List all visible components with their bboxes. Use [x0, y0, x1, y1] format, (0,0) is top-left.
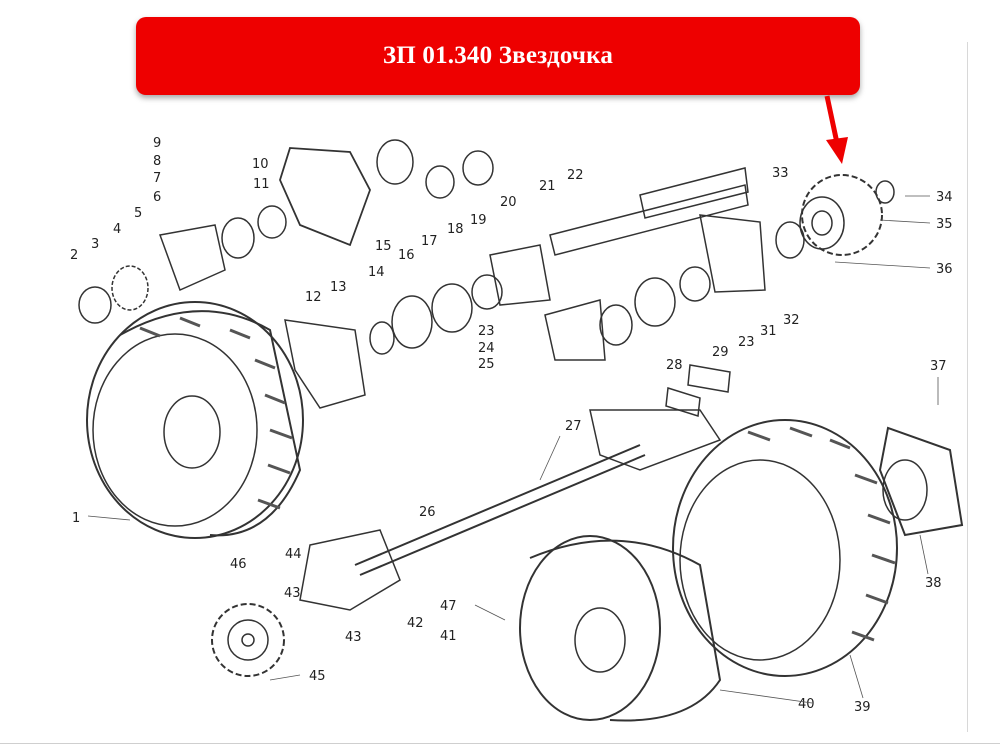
label-42: 42: [407, 616, 424, 631]
label-28: 28: [666, 358, 683, 373]
label-9: 9: [153, 136, 161, 151]
right-border: [967, 42, 968, 732]
bearing-housings-top: [78, 139, 895, 417]
label-31: 31: [760, 324, 777, 339]
label-2: 2: [70, 248, 78, 263]
label-16: 16: [398, 248, 415, 263]
wheel-tire-left: [86, 301, 304, 539]
axle-shaft: [299, 409, 722, 611]
label-25: 25: [478, 357, 495, 372]
banner-title: ЗП 01.340 Звездочка: [382, 42, 614, 69]
label-41: 41: [440, 629, 457, 644]
label-36: 36: [936, 262, 953, 277]
pointer-arrow: [824, 95, 848, 164]
label-33: 33: [772, 166, 789, 181]
label-35: 35: [936, 217, 953, 232]
label-14: 14: [368, 265, 385, 280]
label-47: 47: [440, 599, 457, 614]
leader-lines: [87, 195, 939, 704]
label-8: 8: [153, 154, 161, 169]
label-24: 24: [478, 341, 495, 356]
label-22: 22: [567, 168, 584, 183]
label-40: 40: [798, 697, 815, 712]
label-17: 17: [421, 234, 438, 249]
label-43b: 43: [345, 630, 362, 645]
label-15: 15: [375, 239, 392, 254]
label-39: 39: [854, 700, 871, 715]
wheel-tire-right: [672, 419, 898, 677]
sprocket-35: [799, 174, 883, 256]
title-banner: ЗП 01.340 Звездочка: [136, 17, 860, 95]
label-29: 29: [712, 345, 729, 360]
label-6: 6: [153, 190, 161, 205]
label-5: 5: [134, 206, 142, 221]
label-13: 13: [330, 280, 347, 295]
label-12: 12: [305, 290, 322, 305]
label-10: 10: [252, 157, 269, 172]
label-11: 11: [253, 177, 270, 192]
label-19: 19: [470, 213, 487, 228]
label-23b: 23: [738, 335, 755, 350]
label-32: 32: [783, 313, 800, 328]
part-labels: 9 8 7 6 5 4 3 2 10 11 12 13 14 15 16 17 …: [70, 136, 953, 715]
wheel-drum: [519, 535, 722, 722]
label-23a: 23: [478, 324, 495, 339]
flange-hub: [878, 426, 964, 537]
label-43a: 43: [284, 586, 301, 601]
label-20: 20: [500, 195, 517, 210]
label-46: 46: [230, 557, 247, 572]
label-44: 44: [285, 547, 302, 562]
label-34: 34: [936, 190, 953, 205]
label-26: 26: [419, 505, 436, 520]
label-21: 21: [539, 179, 556, 194]
bottom-border: [0, 743, 1000, 744]
label-1: 1: [72, 511, 80, 526]
label-45: 45: [309, 669, 326, 684]
label-7: 7: [153, 171, 161, 186]
label-4: 4: [113, 222, 121, 237]
label-18: 18: [447, 222, 464, 237]
label-3: 3: [91, 237, 99, 252]
sprocket-small: [211, 603, 285, 677]
label-37: 37: [930, 359, 947, 374]
label-27: 27: [565, 419, 582, 434]
label-38: 38: [925, 576, 942, 591]
